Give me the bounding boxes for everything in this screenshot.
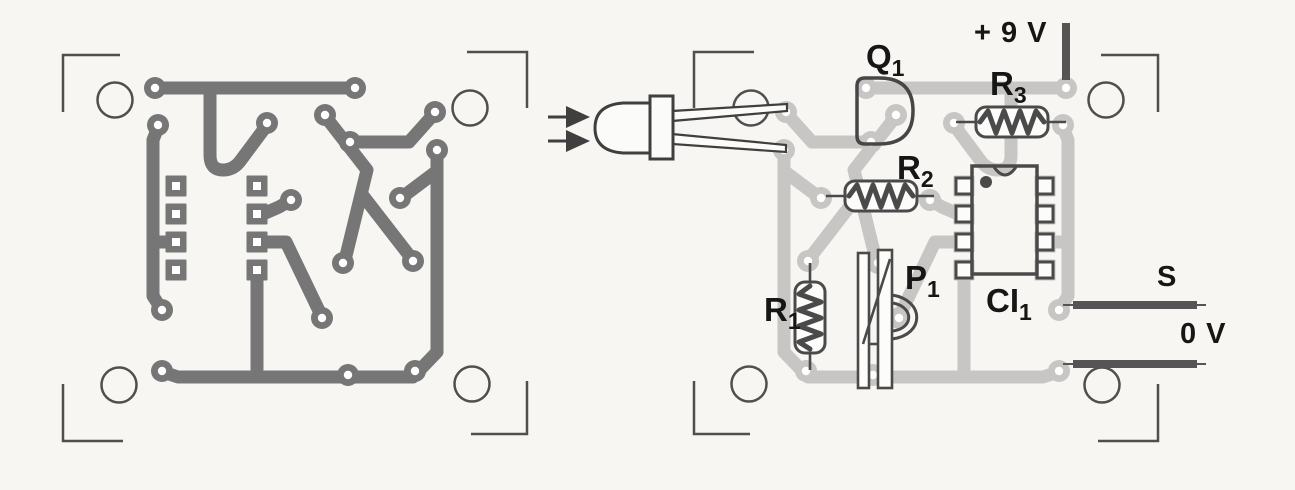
trimpot-p1	[856, 248, 919, 390]
ic-notch	[992, 166, 1018, 177]
led-lead	[670, 102, 789, 123]
led-body	[593, 101, 656, 155]
led-flange	[648, 94, 675, 161]
led-lead	[670, 132, 788, 154]
label-q1: Q1	[866, 38, 905, 81]
label-r2: R2	[897, 149, 934, 192]
led-icon	[593, 94, 789, 161]
resistor-r1	[793, 263, 827, 370]
light-arrow-icon	[548, 106, 590, 128]
pcb-copper-side-panel	[61, 50, 529, 443]
label-r3: R3	[990, 65, 1027, 108]
label-0v: 0 V	[1180, 318, 1227, 350]
label-plus9v: + 9 V	[974, 17, 1048, 49]
ic-ci1	[954, 164, 1055, 280]
ic-pin1-dot	[980, 176, 992, 188]
light-arrow-icon	[548, 130, 590, 152]
resistor-r3	[956, 105, 1066, 139]
ic-body	[970, 164, 1039, 276]
label-s: S	[1157, 261, 1177, 293]
label-p1: P1	[905, 259, 940, 302]
wiper-loop	[891, 293, 919, 341]
resistor-r2	[826, 179, 934, 213]
transistor-q1	[855, 76, 915, 146]
label-r1: R1	[764, 291, 801, 334]
label-ci1: CI1	[986, 282, 1032, 325]
